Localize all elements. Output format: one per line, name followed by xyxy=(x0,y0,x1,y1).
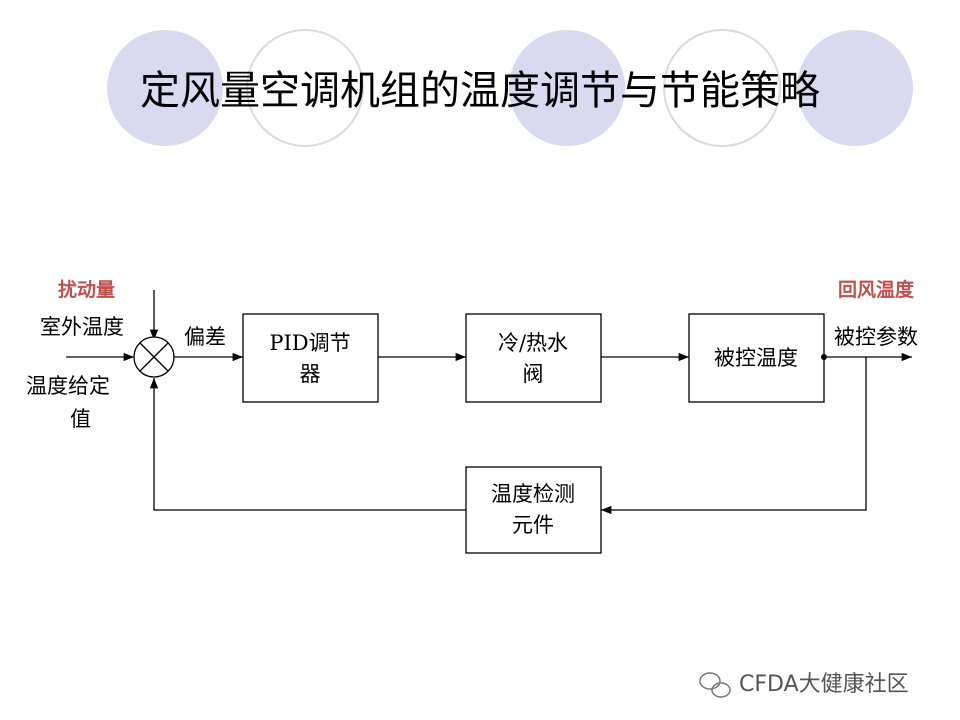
pid-label-line1: PID调节 xyxy=(269,331,350,355)
plant-block: 被控温度 xyxy=(688,313,825,403)
sensor-label-line2: 元件 xyxy=(512,513,554,537)
setpoint-label-line2: 值 xyxy=(70,407,91,431)
pid-controller-block: PID调节 器 xyxy=(242,313,379,403)
deco-circle-filled-1 xyxy=(107,30,223,146)
valve-label-line1: 冷/热水 xyxy=(498,331,568,355)
deco-circle-filled-3 xyxy=(797,30,913,146)
sensor-block: 温度检测 元件 xyxy=(465,466,602,554)
error-label: 偏差 xyxy=(184,325,226,349)
deco-circle-outline-1 xyxy=(246,29,364,147)
watermark: CFDA大健康社区 xyxy=(699,672,909,698)
output-heading: 回风温度 xyxy=(838,278,915,301)
sensor-label-line1: 温度检测 xyxy=(491,482,575,506)
pid-label-line2: 器 xyxy=(300,362,321,386)
summing-junction xyxy=(133,336,175,378)
disturbance-heading: 扰动量 xyxy=(58,278,115,301)
output-branch-point xyxy=(821,354,827,360)
feedback-line-right xyxy=(601,357,867,515)
deco-circle-filled-2 xyxy=(509,30,625,146)
disturbance-label: 室外温度 xyxy=(40,315,124,339)
valve-label-line2: 阀 xyxy=(523,362,544,386)
slide-title: 定风量空调机组的温度调节与节能策略 xyxy=(140,68,820,114)
valve-block: 冷/热水 阀 xyxy=(465,313,602,403)
decorative-circles xyxy=(107,29,913,147)
watermark-text: CFDA大健康社区 xyxy=(739,672,909,697)
plant-label: 被控温度 xyxy=(714,346,798,370)
output-label: 被控参数 xyxy=(834,325,918,349)
setpoint-label-line1: 温度给定 xyxy=(26,374,110,398)
deco-circle-outline-2 xyxy=(663,29,781,147)
wechat-icon xyxy=(699,672,731,698)
feedback-line-left xyxy=(149,378,466,511)
